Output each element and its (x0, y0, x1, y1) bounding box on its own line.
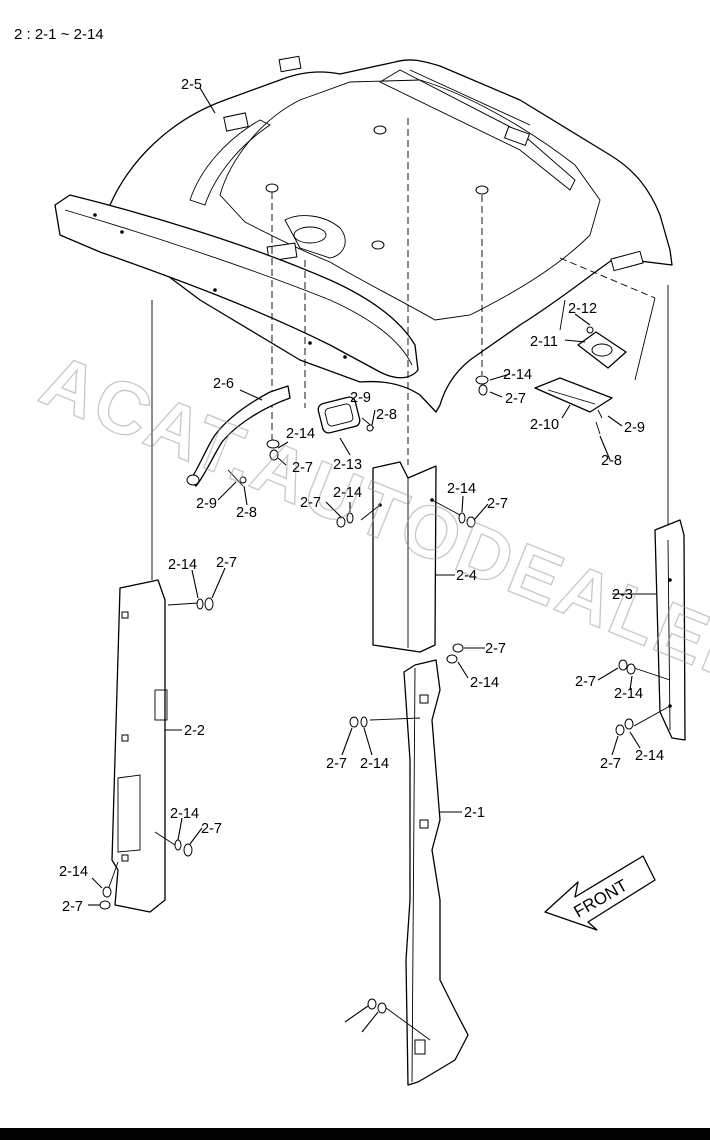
callout-label: 2-7 (505, 391, 526, 407)
callout-label: 2-10 (530, 417, 559, 433)
bottom-border-bar (0, 1128, 710, 1140)
callout-label: 2-7 (487, 496, 508, 512)
leader-lines (88, 87, 656, 1033)
callout-label: 2-14 (286, 426, 315, 442)
front-header-bar (54, 194, 419, 379)
diagram-title: 2 : 2-1 ~ 2-14 (14, 26, 104, 43)
callout-label: 2-14 (360, 756, 389, 772)
dome-lamp-2-13 (317, 396, 375, 434)
roof-hardware (266, 375, 489, 461)
callout-label: 2-14 (333, 485, 362, 501)
callout-label: 2-11 (530, 334, 558, 350)
callout-label: 2-2 (184, 723, 205, 739)
callout-label: 2-7 (300, 495, 321, 511)
callout-label: 2-8 (236, 505, 257, 521)
callout-label: 2-7 (575, 674, 596, 690)
center-pillar-2-4 (360, 461, 461, 653)
callout-label: 2-8 (601, 453, 622, 469)
callout-label: 2-14 (168, 557, 197, 573)
callout-label: 2-9 (624, 420, 645, 436)
callout-label: 2-12 (568, 301, 597, 317)
callout-label: 2-14 (503, 367, 532, 383)
callout-label: 2-1 (464, 805, 485, 821)
callout-label: 2-7 (62, 899, 83, 915)
callout-labels: 2-5 2-12 2-11 2-14 2-7 2-10 2-9 2-8 2-6 … (59, 77, 664, 915)
callout-label: 2-14 (635, 748, 664, 764)
fasteners (99, 512, 636, 1014)
front-arrow-icon: FRONT (544, 855, 656, 931)
long-pillar-2-1 (369, 659, 469, 1086)
callout-label: 2-7 (485, 641, 506, 657)
callout-label: 2-7 (292, 460, 313, 476)
callout-label: 2-9 (196, 496, 217, 512)
callout-label: 2-13 (333, 457, 362, 473)
callout-label: 2-3 (612, 587, 633, 603)
callout-label: 2-5 (181, 77, 202, 93)
callout-label: 2-7 (201, 821, 222, 837)
callout-label: 2-7 (216, 555, 237, 571)
callout-label: 2-6 (213, 376, 234, 392)
callout-label: 2-9 (350, 390, 371, 406)
callout-label: 2-7 (326, 756, 347, 772)
callout-label: 2-14 (170, 806, 199, 822)
alignment-lines (151, 118, 669, 580)
trim-2-6 (186, 385, 291, 487)
headliner-2-5 (108, 55, 673, 413)
callout-label: 2-7 (600, 756, 621, 772)
callout-label: 2-14 (614, 686, 643, 702)
callout-label: 2-8 (376, 407, 397, 423)
callout-label: 2-14 (470, 675, 499, 691)
callout-label: 2-14 (447, 481, 476, 497)
callout-label: 2-4 (456, 568, 477, 584)
right-pillar-2-3 (633, 519, 686, 741)
callout-label: 2-14 (59, 864, 88, 880)
speaker-assy (534, 326, 627, 435)
left-pillar-2-2 (107, 579, 199, 913)
